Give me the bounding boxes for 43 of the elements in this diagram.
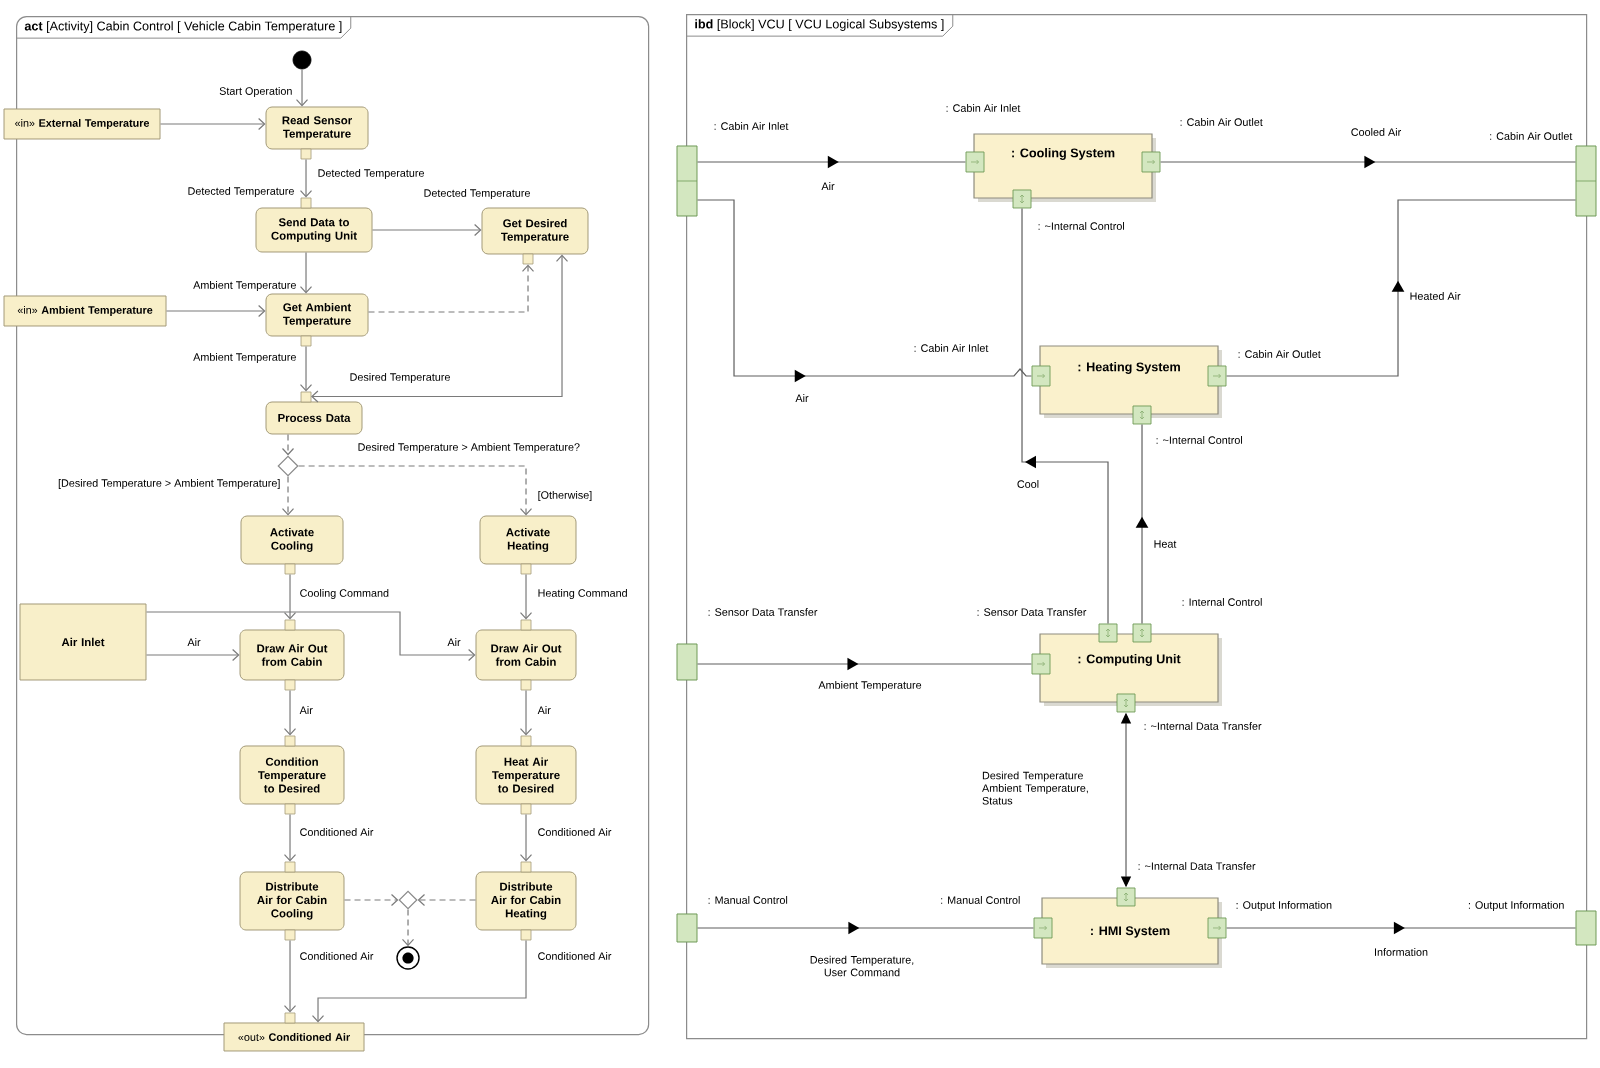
arrow [295, 68, 309, 107]
end-node [396, 946, 420, 970]
arrow [298, 465, 533, 516]
arrow [283, 689, 297, 736]
port-square [1575, 145, 1597, 217]
connector [696, 921, 1034, 935]
connector [1160, 155, 1577, 169]
connector [1021, 208, 1109, 624]
merge-diamond [398, 890, 418, 910]
arrow [283, 939, 297, 1013]
arrow [401, 909, 415, 947]
arrow [299, 158, 313, 198]
arrow [283, 813, 297, 862]
arrow [281, 433, 295, 456]
arrow [165, 304, 266, 318]
port-square [676, 643, 698, 681]
arrow [343, 893, 399, 907]
arrow [311, 254, 569, 403]
arrow [281, 475, 295, 516]
arrow [283, 573, 297, 620]
connector [1226, 921, 1577, 935]
arrow [299, 345, 313, 392]
arrow [417, 893, 477, 907]
arrow [371, 223, 482, 237]
arrow [311, 939, 527, 1023]
arrow [519, 813, 533, 862]
connector [696, 155, 966, 169]
arrow [367, 264, 535, 313]
connector [1226, 199, 1577, 377]
arrow [145, 611, 476, 662]
port-square [1575, 910, 1597, 946]
arrow [299, 251, 313, 294]
start-dot [292, 50, 312, 70]
connector [1135, 424, 1149, 624]
port-square [676, 145, 698, 217]
connector [696, 199, 1032, 383]
connector [696, 657, 1032, 671]
port-square [676, 913, 698, 943]
arrow [159, 117, 266, 131]
arrow [145, 648, 240, 662]
decision-diamond [277, 455, 299, 477]
arrow [519, 689, 533, 736]
arrow [519, 573, 533, 620]
